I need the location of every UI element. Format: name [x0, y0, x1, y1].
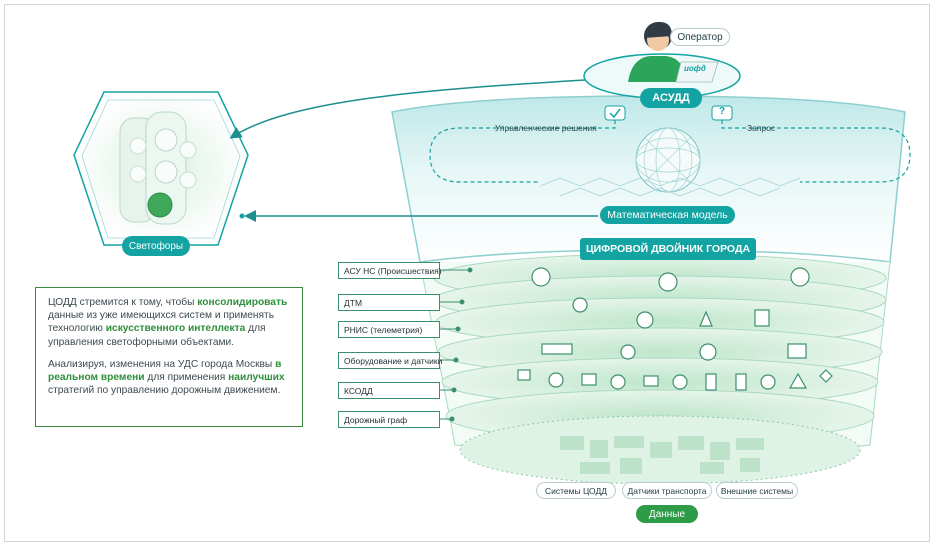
check-icon	[609, 108, 621, 119]
city-map-blocks	[560, 436, 764, 474]
info-text: стратегий по управлению дорожным движени…	[48, 385, 281, 397]
info-box: ЦОДД стремится к тому, чтобы консолидиро…	[35, 287, 303, 427]
wifi-icon	[672, 374, 688, 390]
diamond-sign-icon	[819, 369, 833, 383]
layer-label-equipment: Оборудование и датчики	[338, 352, 442, 369]
source-external-systems: Внешние системы	[716, 482, 798, 499]
document-icon	[754, 309, 770, 327]
info-text: ЦОДД стремится к тому, чтобы	[48, 297, 198, 308]
info-paragraph-1: ЦОДД стремится к тому, чтобы консолидиро…	[48, 296, 292, 349]
layer-label-road-graph: Дорожный граф	[338, 411, 440, 428]
operator-label: Оператор	[670, 28, 730, 46]
source-transport-sensors: Датчики транспорта	[622, 482, 712, 499]
layer-label-ksodd: КСОДД	[338, 382, 440, 399]
asudd-to-lights-arrow	[229, 79, 586, 139]
question-icon: ?	[718, 106, 726, 117]
layer-label-dtm: ДТМ	[338, 294, 440, 311]
outer-frame	[4, 4, 930, 542]
accident-icon	[531, 267, 551, 287]
layer-connectors	[440, 267, 473, 422]
traffic-lights-label: Светофоры	[122, 236, 190, 256]
info-highlight: консолидиро­вать	[197, 297, 288, 308]
layer-label-rnis: РНИС (телеметрия)	[338, 321, 440, 338]
management-decisions-label: Управленческие решения	[495, 123, 597, 133]
ai-sphere-icon	[635, 127, 701, 193]
hex-grid	[539, 177, 801, 197]
source-tsodd-systems: Системы ЦОДД	[536, 482, 616, 499]
info-highlight: наи­лучших	[228, 372, 285, 384]
camera-icon	[581, 373, 597, 386]
laptop-label: иофд	[684, 64, 706, 73]
no-entry-icon	[760, 374, 776, 390]
traffic-light-icon	[735, 373, 747, 391]
satellite-icon	[620, 344, 636, 360]
math-model-label: Математическая модель	[600, 206, 735, 224]
info-text: для управления светофорными объектами.	[48, 323, 266, 348]
location-icon	[572, 297, 588, 313]
compass-icon	[636, 311, 654, 329]
data-label: Данные	[636, 505, 698, 523]
info-text: данные из уже имеющихся систем и при­мен…	[48, 310, 274, 335]
asudd-label: АСУДД	[640, 88, 702, 108]
info-highlight: искусственного интеллек­та	[105, 323, 246, 335]
layer-icons	[517, 267, 833, 391]
radar-icon	[548, 372, 564, 388]
globe-icon	[699, 343, 717, 361]
info-paragraph-2: Анализируя, изменения на УДС города Моск…	[48, 358, 292, 398]
decision-loop	[429, 113, 616, 183]
traffic-sign-icon	[658, 272, 678, 292]
cctv-icon	[643, 375, 659, 387]
info-text: Анализируя, изменения на УДС города Моск…	[48, 358, 276, 370]
sensor-chart-icon	[787, 343, 807, 359]
layer-label-asu-ns: АСУ НС (Происшествия)	[338, 262, 442, 279]
bar-chart-icon	[517, 369, 531, 381]
request-label: Запрос	[747, 123, 776, 133]
traffic-lights-hexagon	[73, 91, 249, 246]
city-digital-twin-label: ЦИФРОВОЙ ДВОЙНИК ГОРОДА	[580, 238, 756, 260]
layer-discs	[433, 253, 887, 485]
operator-figure	[628, 22, 719, 83]
info-text: для применения	[144, 372, 229, 384]
info-highlight: в реальном времени	[48, 358, 282, 384]
parking-icon	[705, 373, 717, 391]
dome-camera-icon	[610, 374, 626, 390]
truck-icon	[541, 343, 573, 355]
warning-icon	[788, 372, 808, 389]
pedestrian-icon	[790, 267, 810, 287]
route-icon	[699, 310, 713, 327]
